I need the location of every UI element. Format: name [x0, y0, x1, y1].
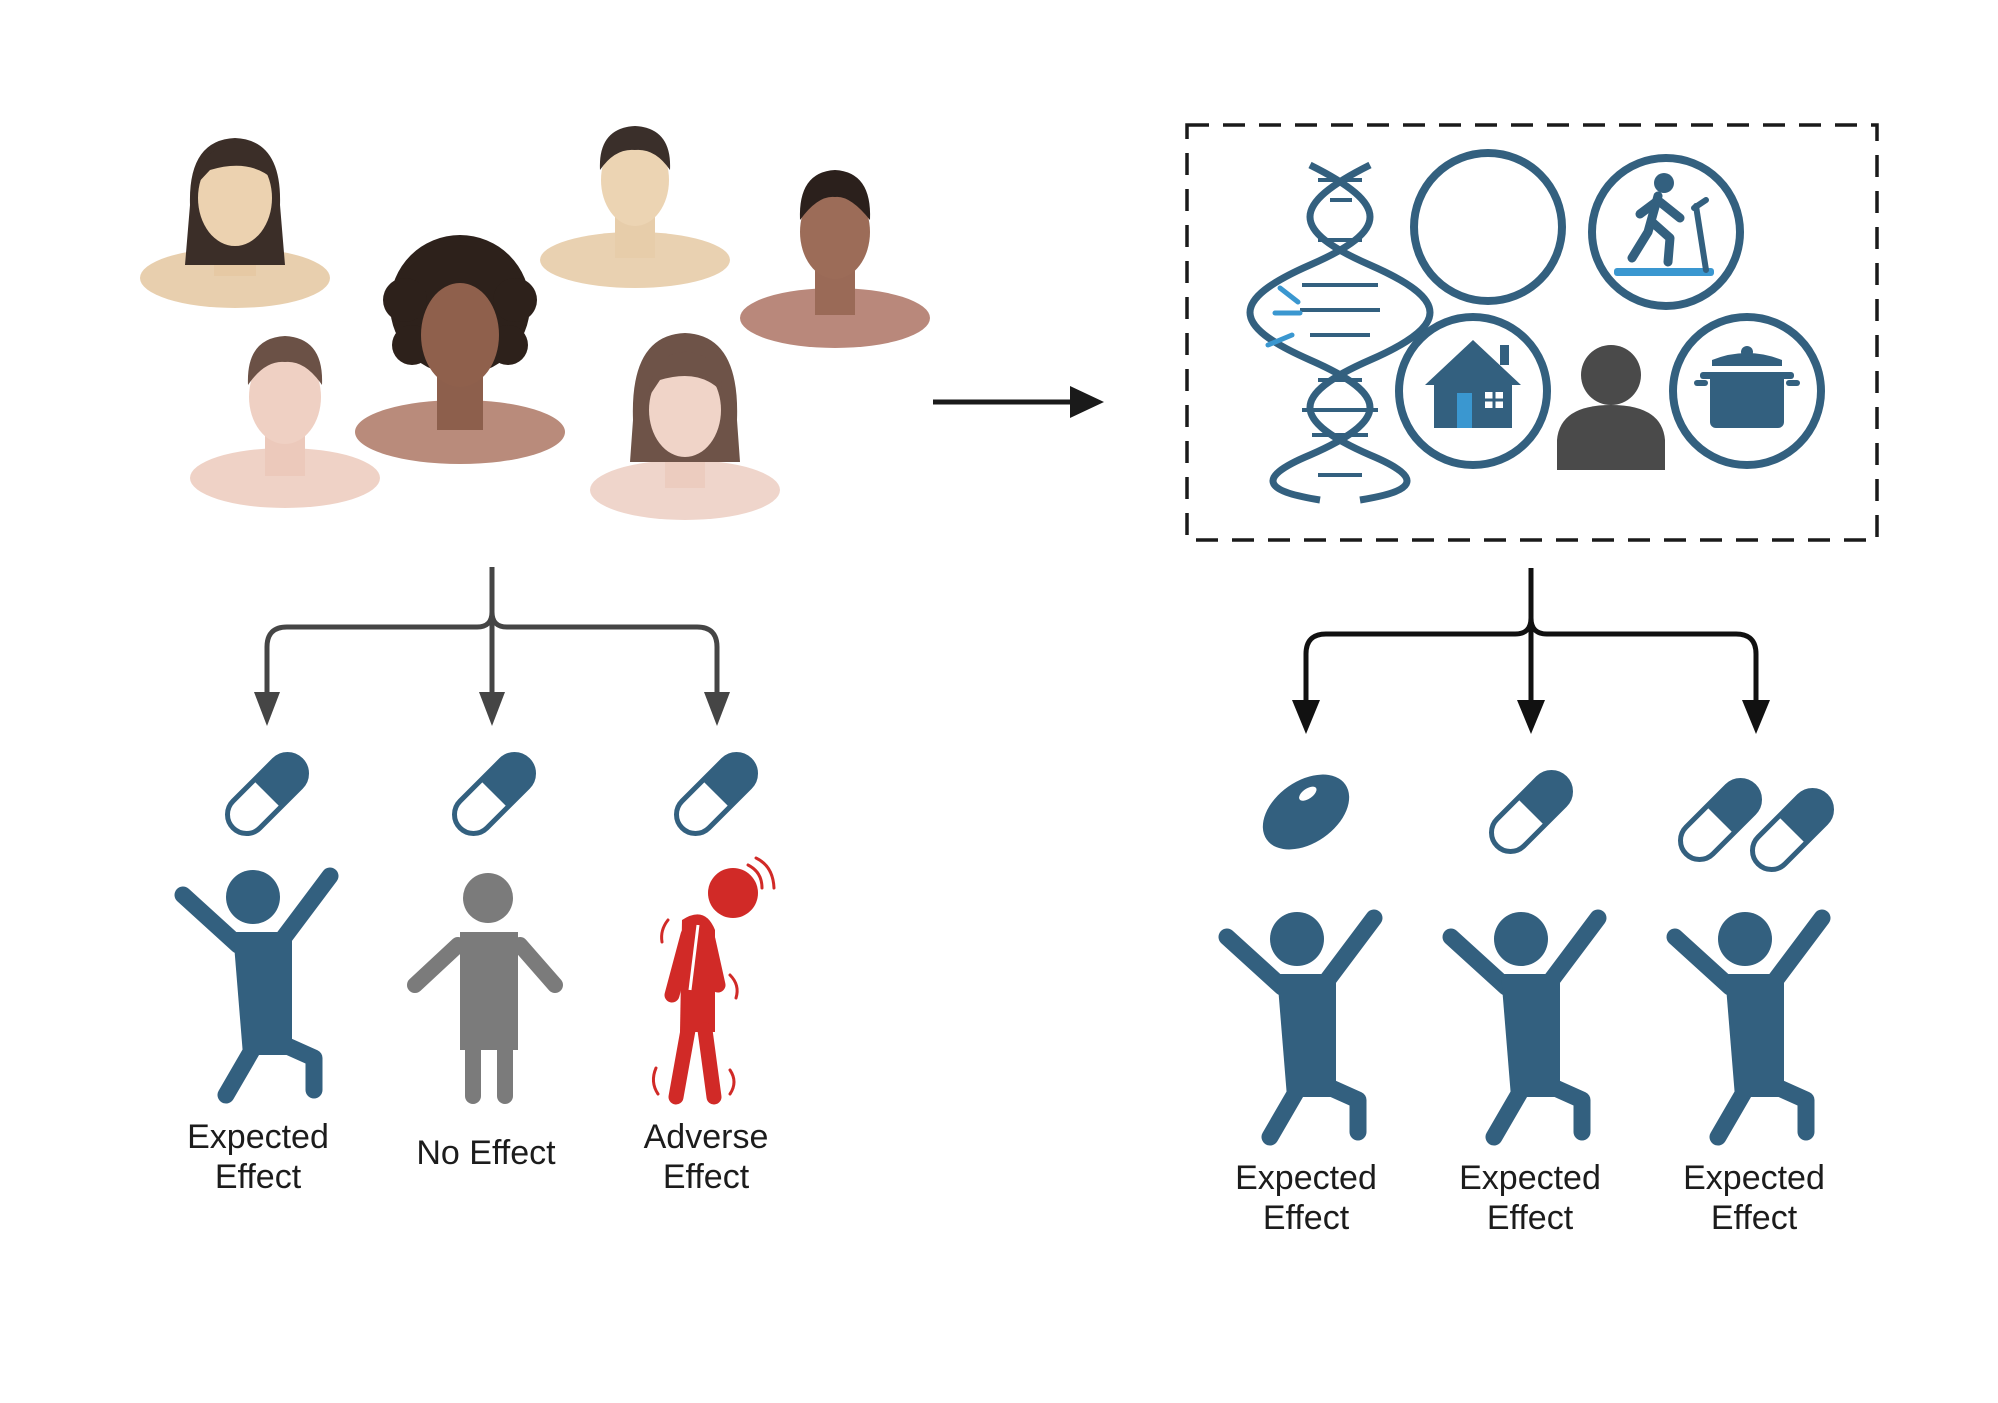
person-face-6: [590, 333, 780, 520]
person-face-2: [540, 126, 730, 288]
person-face-3: [740, 170, 930, 348]
outcome-line-2: Effect: [214, 1158, 302, 1196]
cooking-pot-icon: [1669, 313, 1825, 469]
person-face-5: [190, 336, 380, 508]
factors-box: [1185, 123, 1879, 542]
outcome-line-1: Expected: [187, 1118, 329, 1156]
person-icon: [1557, 345, 1665, 470]
outcome-line-1: Expected: [1459, 1159, 1601, 1197]
right-outcome-label-1: Expected Effect: [1196, 1158, 1416, 1238]
double-capsule-icon: [1677, 777, 1835, 873]
right-outcome-label-2: Expected Effect: [1420, 1158, 1640, 1238]
left-outcome-label-3: Adverse Effect: [596, 1117, 816, 1197]
neutral-person-icon: [407, 873, 563, 1104]
right-branch-arrows: [1303, 568, 1759, 703]
tablet-icon: [1262, 774, 1350, 850]
adverse-person-icon: [651, 856, 776, 1105]
happy-person-icon: [1666, 909, 1831, 1146]
outcome-line-1: No Effect: [416, 1134, 556, 1172]
outcome-line-1: Expected: [1235, 1159, 1377, 1197]
left-arrowheads: [254, 692, 730, 726]
dna-icon: [1246, 161, 1434, 504]
happy-person-icon: [174, 867, 339, 1104]
left-outcome-label-2: No Effect: [376, 1133, 596, 1173]
person-face-4: [355, 235, 565, 464]
mutation-spark-icon: [1265, 285, 1303, 348]
right-arrowheads: [1292, 700, 1770, 734]
outcome-line-2: Effect: [1486, 1199, 1574, 1237]
person-face-1: [140, 138, 330, 308]
treadmill-runner-icon: [1588, 154, 1744, 310]
outcome-line-2: Effect: [662, 1158, 750, 1196]
transition-arrow: [933, 386, 1104, 418]
outcome-line-2: Effect: [1262, 1199, 1350, 1237]
left-outcome-label-1: Expected Effect: [148, 1117, 368, 1197]
population-group: [140, 126, 930, 520]
capsule-icon: [673, 751, 759, 837]
outcome-line-1: Expected: [1683, 1159, 1825, 1197]
left-branch-arrows: [264, 567, 720, 695]
capsule-icon: [1488, 769, 1574, 855]
house-icon: [1395, 313, 1551, 469]
empty-circle: [1410, 149, 1566, 305]
outcome-line-1: Adverse: [643, 1118, 769, 1156]
outcome-line-2: Effect: [1710, 1199, 1798, 1237]
capsule-icon: [451, 751, 537, 837]
right-outcome-label-3: Expected Effect: [1644, 1158, 1864, 1238]
happy-person-icon: [1218, 909, 1383, 1146]
capsule-icon: [224, 751, 310, 837]
happy-person-icon: [1442, 909, 1607, 1146]
